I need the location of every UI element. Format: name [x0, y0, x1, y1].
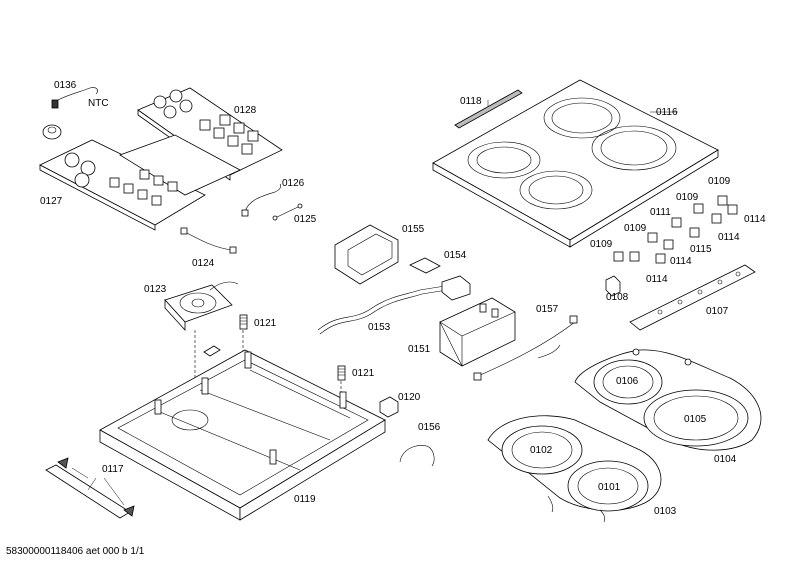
label-0114-d: 0114	[646, 274, 668, 285]
label-0109-d: 0109	[590, 239, 613, 250]
connector-0154	[409, 257, 441, 274]
label-0128: 0128	[234, 105, 257, 116]
heating-tray-0104	[574, 348, 762, 451]
heating-tray-0103	[487, 415, 662, 523]
label-0108: 0108	[606, 292, 629, 303]
label-0114-c: 0114	[670, 256, 692, 267]
label-ntc: NTC	[88, 98, 109, 109]
label-0127: 0127	[40, 196, 63, 207]
label-0116: 0116	[656, 107, 678, 118]
label-0123: 0123	[144, 284, 167, 295]
label-0103: 0103	[654, 506, 677, 517]
label-0126: 0126	[282, 178, 305, 189]
label-0124: 0124	[192, 258, 215, 269]
label-0107: 0107	[706, 306, 729, 317]
cable-0124	[180, 227, 237, 254]
label-0118: 0118	[460, 96, 482, 107]
label-0121-b: 0121	[352, 368, 375, 379]
label-0101: 0101	[598, 482, 621, 493]
gasket-strip-0118	[454, 89, 523, 129]
connector-0120	[379, 396, 399, 418]
touch-keys	[605, 195, 738, 297]
label-0109-a: 0109	[708, 176, 731, 187]
label-0151: 0151	[408, 344, 431, 355]
cable-0126	[241, 183, 282, 217]
label-0156: 0156	[418, 422, 441, 433]
label-0109-c: 0109	[624, 223, 647, 234]
mains-cable-0153	[317, 275, 471, 335]
drawing-footer-code: 58300000118406 aet 000 b 1/1	[6, 546, 145, 557]
label-0119: 0119	[294, 494, 316, 505]
label-0114-b: 0114	[718, 232, 740, 243]
contactor-0151	[439, 297, 516, 367]
cooling-fan-0123	[164, 281, 239, 332]
cable-0157	[473, 315, 578, 381]
leader-0117-b	[87, 477, 97, 491]
leader-0117-c	[103, 477, 125, 506]
bracket-0117	[45, 457, 135, 519]
label-0125: 0125	[294, 214, 317, 225]
label-0114-a: 0114	[744, 214, 766, 225]
label-0154: 0154	[444, 250, 467, 261]
label-0121-a: 0121	[254, 318, 277, 329]
terminal-cover-0155	[334, 224, 399, 285]
keypad-strip-0107	[629, 264, 756, 331]
label-0115: 0115	[690, 244, 712, 255]
label-0104: 0104	[714, 454, 737, 465]
label-0109-b: 0109	[676, 192, 699, 203]
control-board-0127	[39, 134, 241, 231]
label-0120: 0120	[398, 392, 421, 403]
label-0102: 0102	[530, 445, 553, 456]
glass-cooktop-0116	[432, 79, 719, 248]
spring-0121-a	[239, 314, 248, 330]
label-0136: 0136	[54, 80, 77, 91]
label-0106: 0106	[616, 376, 639, 387]
toroid-core	[42, 124, 62, 140]
housing-tray-0119	[99, 349, 386, 521]
label-0157: 0157	[536, 304, 559, 315]
label-0105: 0105	[684, 414, 707, 425]
cable-0125	[272, 203, 303, 221]
label-0153: 0153	[368, 322, 391, 333]
leader-0117-a	[71, 467, 89, 479]
spring-0121-b	[337, 365, 346, 381]
label-0155: 0155	[402, 224, 425, 235]
ntc-sensor-0136	[51, 87, 98, 109]
clip	[203, 345, 221, 357]
label-0117: 0117	[102, 464, 124, 475]
label-0111: 0111	[650, 207, 671, 218]
wire-0156	[399, 445, 435, 467]
